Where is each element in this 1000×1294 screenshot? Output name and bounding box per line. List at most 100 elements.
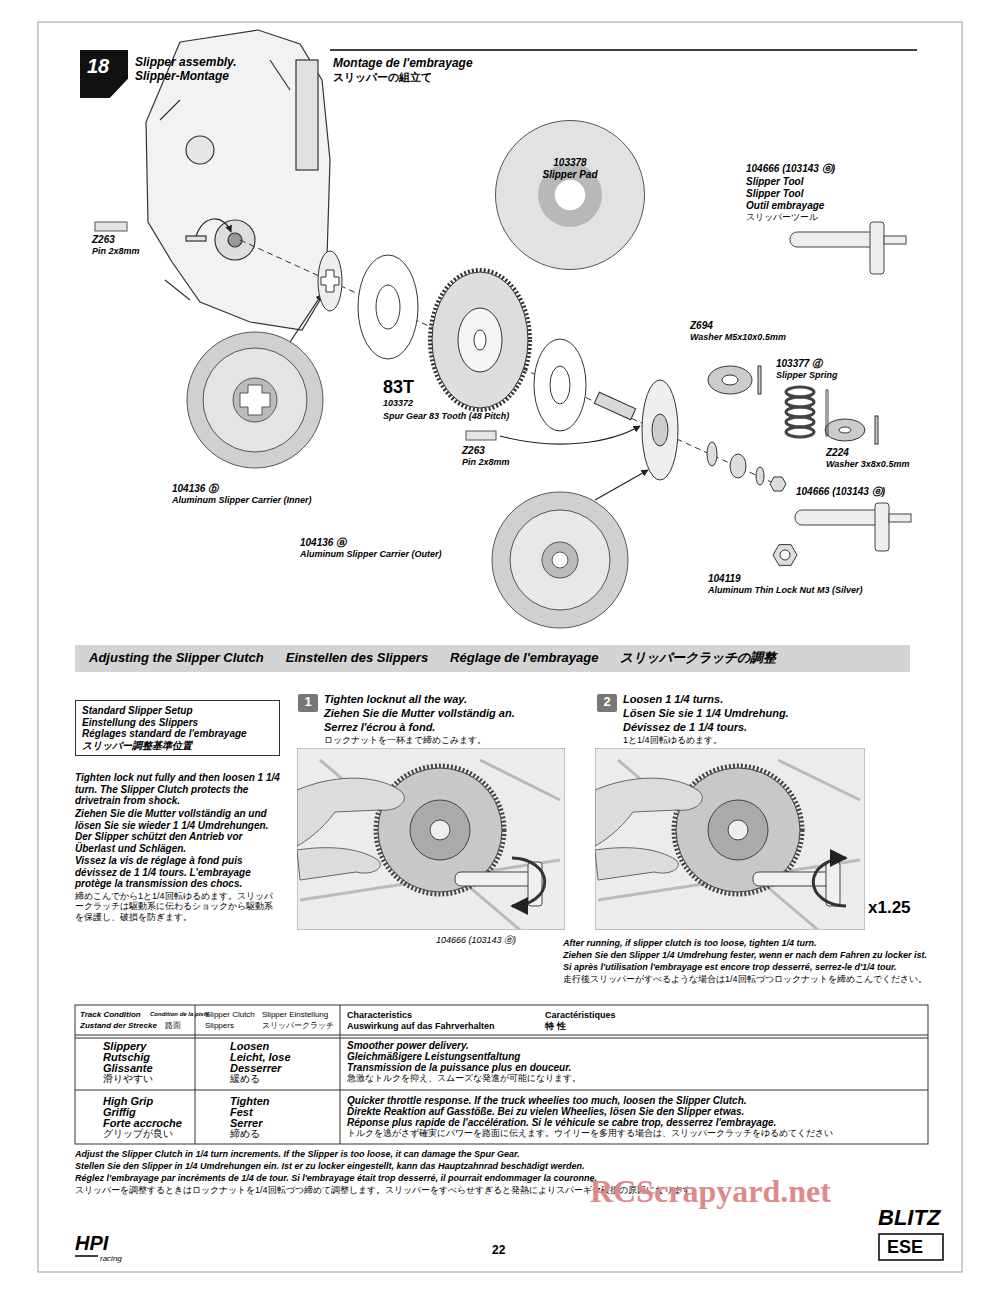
gearbox-housing [186, 136, 214, 164]
lock-nut [773, 545, 797, 566]
photo-step-1 [297, 848, 380, 880]
part-label: Montage de l'embrayage [333, 57, 473, 71]
leader-arrow [196, 219, 231, 236]
table-grid [75, 1005, 928, 1144]
table-cell: Fest [230, 1106, 253, 1119]
logo-frame [75, 1234, 943, 1260]
part-label: Pin 2x8mm [92, 246, 140, 256]
part-label: racing [100, 1254, 122, 1263]
table-cell: スリッパークラッチ [262, 1021, 334, 1030]
part-label: 104119 [708, 573, 741, 585]
node-text: 103378 [553, 157, 586, 169]
table-cell: 緩める [230, 1073, 260, 1085]
part-label: Serrez l'écrou à fond. [324, 721, 584, 734]
part-label: Ziehen Sie den Slipper 1/4 Umdrehung fes… [563, 950, 958, 960]
logo-frame [75, 1255, 98, 1257]
carrier-detail [240, 385, 270, 415]
leader-arrow [500, 426, 640, 444]
spur-gear [458, 308, 502, 372]
node-text: スリッパークラッチの調整 [620, 651, 776, 666]
slipper-tool [870, 222, 884, 274]
part-label: Washer M5x10x0.5mm [690, 332, 786, 342]
page-frame [38, 22, 962, 1272]
photo-step-2 [595, 748, 865, 930]
part-label: HPI [75, 1232, 108, 1255]
part-label: Stellen Sie den Slipper in 1/4 Umdrehung… [75, 1161, 585, 1171]
photo-step-2 [728, 820, 748, 840]
table-cell: Forte accroche [103, 1117, 182, 1130]
gearbox-housing [215, 220, 255, 260]
setup-box: Standard Slipper SetupEinstellung des Sl… [75, 700, 280, 756]
table-grid [75, 1090, 928, 1091]
cross-hub-disk [318, 251, 342, 311]
part-label: Si après l'utilisation l'embrayage est e… [563, 962, 958, 972]
part-label: Aluminum Thin Lock Nut M3 (Silver) [708, 585, 863, 595]
table-cell: Rutschig [103, 1051, 150, 1064]
slipper-tool [875, 503, 889, 551]
slipper-pad [376, 285, 400, 329]
washer-part [875, 416, 878, 444]
part-label: Spur Gear 83 Tooth (48 Pitch) [383, 411, 509, 421]
slipper-tool [790, 232, 878, 247]
page-frame [38, 22, 962, 1272]
logo-frame [879, 1234, 943, 1260]
table-cell: Tighten [230, 1095, 270, 1108]
photo-step-2 [753, 872, 833, 886]
table-grid [75, 1005, 928, 1144]
slipper-pad [358, 255, 418, 359]
carrier-detail [233, 378, 277, 422]
header-rule [330, 49, 917, 51]
photo-step-1 [297, 778, 404, 846]
photo-step-1 [455, 872, 535, 886]
table-cell: 特 性 [545, 1021, 566, 1031]
part-label: Loosen 1 1/4 turns. [623, 693, 883, 706]
table-cell: Zustand der Strecke [80, 1021, 157, 1030]
photo-step-2 [826, 862, 840, 906]
part-label: 走行後スリッパーがすべるような場合は1/4回転づつロックナットを締めこんでくださ… [563, 974, 958, 984]
table-cell: Track Condition [80, 1010, 141, 1019]
photo-step-1 [430, 820, 450, 840]
carrier-detail [203, 348, 307, 452]
node-text: Slipper Pad [542, 169, 597, 181]
table-cell: Condition de la piste [150, 1011, 209, 1018]
lock-nut [780, 550, 790, 560]
spur-gear [432, 272, 528, 408]
slipper-tool [790, 222, 911, 551]
washer-part [722, 375, 738, 385]
part-label: Dévissez de 1 1/4 tours. [623, 721, 883, 734]
node-text: Réglages standard de l'embrayage [82, 728, 273, 740]
table-cell: Quicker throttle response. If the truck … [347, 1095, 747, 1107]
part-label: After running, if slipper clutch is too … [563, 938, 958, 948]
small-hardware [707, 442, 717, 466]
part-label: Tighten lock nut fully and then loosen 1… [75, 772, 280, 807]
assembly-axis [240, 240, 780, 486]
gearbox-housing [186, 236, 206, 241]
photo-step-2 [595, 748, 865, 930]
table-cell: Gleichmäßigere Leistungsentfaltung [347, 1051, 520, 1063]
step-number-badge: 1 [298, 694, 318, 712]
table-cell: 路面 [165, 1021, 181, 1030]
table-cell: Slippery [103, 1040, 146, 1053]
photo-step-1 [297, 748, 565, 930]
carrier-detail [187, 332, 323, 468]
part-label: BLITZ [878, 1205, 940, 1230]
slipper-tool [884, 236, 906, 244]
part-label: Tighten locknut all the way. [324, 693, 584, 706]
part-label: 104666 (103143 ⓔ) [796, 486, 885, 498]
table-cell: グリップが良い [103, 1128, 173, 1140]
table-cell: Auswirkung auf das Fahrverhalten [347, 1021, 495, 1031]
leader-arrow [290, 294, 322, 342]
carrier-detail [510, 510, 610, 610]
carrier-detail [187, 332, 628, 628]
part-label: スリッパーツール [746, 212, 818, 222]
node-text: Einstellen des Slippers [286, 651, 428, 666]
table-grid [75, 1038, 928, 1039]
spur-gear [430, 270, 530, 410]
small-hardware [730, 454, 746, 478]
photo-step-2 [708, 800, 768, 860]
table-cell: Glissante [103, 1062, 153, 1075]
small-hardware [770, 477, 786, 491]
photo-step-2 [813, 858, 846, 906]
table-cell: 滑りやすい [103, 1073, 153, 1085]
slipper-spring [786, 427, 814, 437]
